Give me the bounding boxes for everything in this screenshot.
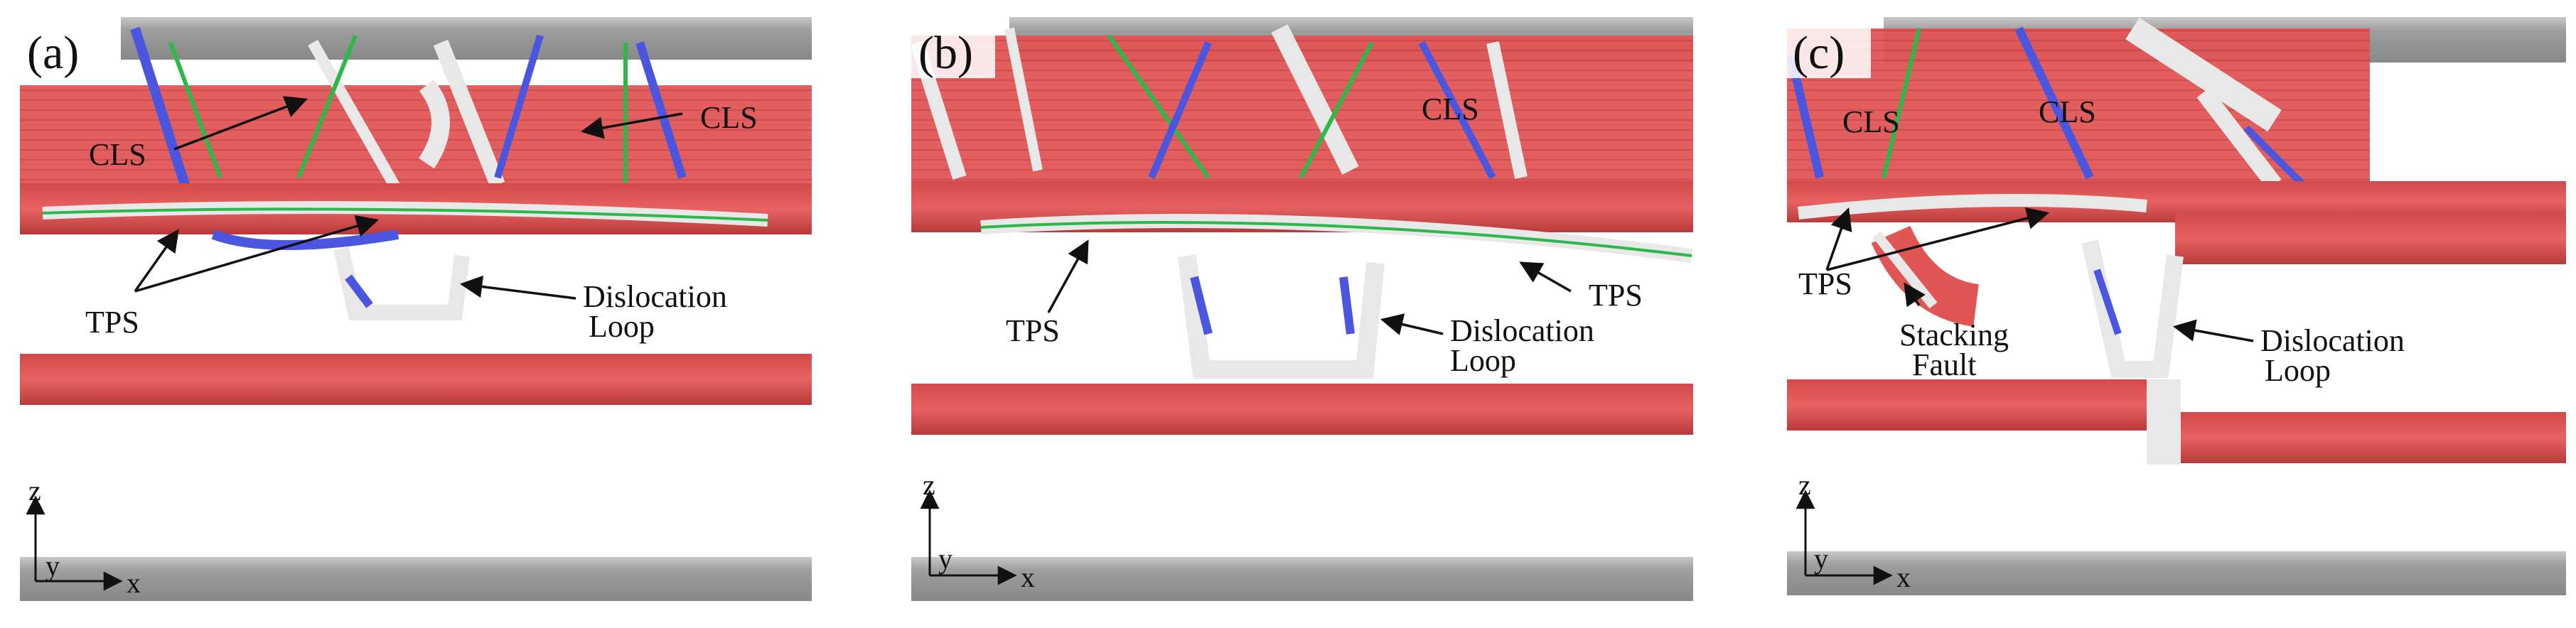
defect-cluster-upper xyxy=(1787,17,2306,190)
axis-y: y xyxy=(1814,543,1828,575)
callout-arrows xyxy=(134,96,2254,342)
dislocation-loop xyxy=(1178,254,1385,379)
callout-dislocation: Dislocation xyxy=(1450,313,1594,348)
callout-fault: Fault xyxy=(1912,347,1976,382)
callout-cls: CLS xyxy=(2039,94,2096,129)
text-labels: (a) CLS CLS TPS Dislocation Loop z y x (… xyxy=(18,17,2405,599)
axis-z: z xyxy=(923,469,935,501)
callout-cls: CLS xyxy=(700,100,758,135)
callout-loop: Loop xyxy=(1450,343,1516,378)
axis-x: x xyxy=(1896,561,1911,593)
callout-dislocation: Dislocation xyxy=(583,279,727,314)
stacking-fault-region xyxy=(1871,225,1980,327)
axis-z: z xyxy=(1798,469,1811,501)
panel-a-letter: (a) xyxy=(27,27,79,79)
bottom-boundary-layer xyxy=(911,557,1693,601)
bottom-boundary-layer xyxy=(1787,551,2566,595)
callout-loop: Loop xyxy=(589,309,655,344)
panel-b-letter: (b) xyxy=(918,27,973,79)
callout-stacking: Stacking xyxy=(1899,318,2009,352)
axis-y: y xyxy=(45,550,60,582)
axes-indicators xyxy=(26,489,1893,591)
top-boundary-layer xyxy=(121,17,812,60)
defect-cluster-upper xyxy=(910,24,1528,180)
lower-red-rod xyxy=(911,384,1693,435)
callout-cls: CLS xyxy=(1422,92,1479,126)
callout-tps: TPS xyxy=(85,305,139,340)
axis-y: y xyxy=(938,543,952,575)
callout-tps: TPS xyxy=(1798,266,1852,301)
rod-break-interface xyxy=(2147,379,2181,465)
lower-red-rod-right xyxy=(2175,412,2566,463)
axis-z: z xyxy=(28,475,41,507)
dislocation-loop xyxy=(333,247,470,320)
callout-cls: CLS xyxy=(1842,104,1900,139)
lower-red-rod-left xyxy=(1787,379,2157,431)
callout-dislocation: Dislocation xyxy=(2260,323,2405,358)
callout-tps: TPS xyxy=(1006,313,1060,348)
panel-c-letter: (c) xyxy=(1793,27,1845,79)
panel-a xyxy=(20,17,812,601)
axis-x: x xyxy=(1021,561,1035,593)
panel-c xyxy=(1787,17,2566,595)
callout-tps: TPS xyxy=(1589,278,1643,313)
callout-cls: CLS xyxy=(89,137,146,172)
axis-x: x xyxy=(127,567,141,599)
upper-red-rod-right xyxy=(2175,213,2566,264)
panel-b xyxy=(910,17,1693,601)
defect-cluster-upper xyxy=(130,26,687,195)
dislocation-loop xyxy=(2081,239,2184,378)
bottom-boundary-layer xyxy=(20,557,812,601)
callout-loop: Loop xyxy=(2265,353,2331,388)
lower-red-rod xyxy=(20,354,812,405)
